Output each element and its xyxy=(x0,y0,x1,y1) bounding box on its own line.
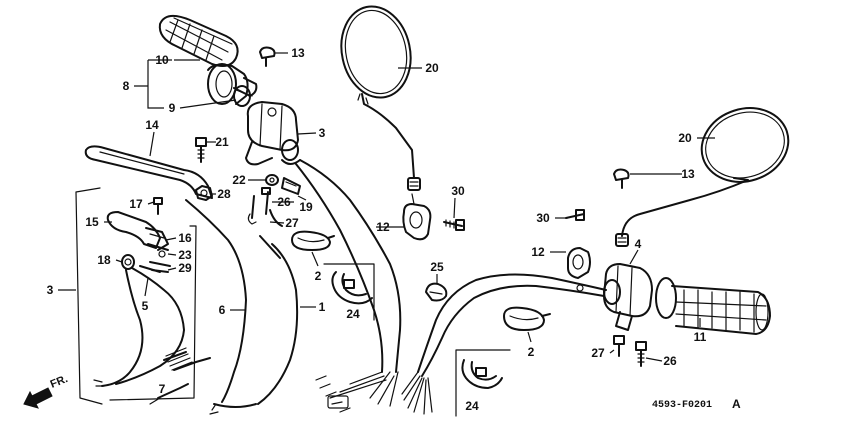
leader-lines xyxy=(58,52,715,362)
callout-27: 27 xyxy=(591,346,605,360)
cable-clip-left xyxy=(331,271,373,305)
clutch-lever xyxy=(84,145,213,199)
screw-27-right xyxy=(613,335,625,357)
callout-13: 13 xyxy=(291,46,305,60)
callout-28: 28 xyxy=(217,187,231,201)
callout-13: 13 xyxy=(681,167,695,181)
callout-2: 2 xyxy=(528,345,535,359)
mirror-left xyxy=(340,5,421,191)
clutch-switch xyxy=(93,254,185,387)
screw-26-right xyxy=(635,341,647,367)
callout-12: 12 xyxy=(376,220,390,234)
callout-24: 24 xyxy=(346,307,360,321)
part-code-text: 4593-F0201 xyxy=(652,400,712,411)
callout-7: 7 xyxy=(159,382,166,396)
clip-box-left xyxy=(323,263,375,321)
bolt-21 xyxy=(195,137,207,163)
screw-13-top xyxy=(259,46,276,67)
callout-20: 20 xyxy=(425,61,439,75)
callout-21: 21 xyxy=(215,135,229,149)
nut-28 xyxy=(195,185,213,201)
callout-8: 8 xyxy=(123,79,130,93)
bolt-30-right xyxy=(565,209,585,221)
callout-27: 27 xyxy=(285,216,299,230)
direction-label: FR. xyxy=(49,373,70,391)
throttle-housing xyxy=(245,101,301,166)
callout-6: 6 xyxy=(219,303,226,317)
callout-26: 26 xyxy=(663,354,677,368)
callout-26: 26 xyxy=(277,195,291,209)
callout-3: 3 xyxy=(319,126,326,140)
throttle-cable-1 xyxy=(213,235,299,408)
small-parts xyxy=(147,243,171,273)
callout-17: 17 xyxy=(129,197,143,211)
wire-harness-right xyxy=(401,273,607,415)
callout-15: 15 xyxy=(85,215,99,229)
callout-18: 18 xyxy=(97,253,111,267)
callout-11: 11 xyxy=(694,330,707,344)
wire-harness xyxy=(295,159,402,413)
callout-19: 19 xyxy=(299,200,313,214)
callout-16: 16 xyxy=(178,231,192,245)
callout-3: 3 xyxy=(47,283,54,297)
callout-24: 24 xyxy=(465,399,479,413)
callout-10: 10 xyxy=(155,53,169,67)
callout-12: 12 xyxy=(531,245,545,259)
screw-17 xyxy=(153,197,163,215)
part-code-suffix: A xyxy=(732,397,741,411)
callout-5: 5 xyxy=(142,299,149,313)
clip-box-right xyxy=(455,349,511,417)
cable-clip-right xyxy=(461,359,503,389)
band-clamp-left xyxy=(291,230,335,251)
left-grip xyxy=(158,14,249,105)
switch-housing-right xyxy=(603,263,653,331)
callout-1: 1 xyxy=(319,300,326,314)
callout-14: 14 xyxy=(145,118,159,132)
lever-bracket xyxy=(106,211,169,251)
callout-4: 4 xyxy=(635,237,642,251)
mirror-holder-right xyxy=(567,247,591,279)
callout-29: 29 xyxy=(178,261,192,275)
clip-25 xyxy=(425,282,448,302)
callout-22: 22 xyxy=(232,173,246,187)
callout-30: 30 xyxy=(536,211,550,225)
cable-spring-7 xyxy=(149,347,211,405)
part-code: 4593-F0201 A xyxy=(652,397,741,411)
band-clamp-right xyxy=(503,306,551,331)
mirror-holder-left xyxy=(402,193,432,241)
callout-25: 25 xyxy=(430,260,444,274)
mirror-right xyxy=(615,107,790,247)
screw-13-right xyxy=(613,168,630,189)
assembly-box-bracket xyxy=(75,187,197,405)
callout-20: 20 xyxy=(678,131,692,145)
callout-9: 9 xyxy=(169,101,176,115)
throttle-pipe xyxy=(233,77,258,107)
right-grip xyxy=(655,277,771,335)
callout-23: 23 xyxy=(178,248,192,262)
front-direction-arrow: FR. xyxy=(23,373,70,409)
callout-30: 30 xyxy=(451,184,465,198)
bolt-30-left xyxy=(443,219,465,231)
callout-2: 2 xyxy=(315,269,322,283)
